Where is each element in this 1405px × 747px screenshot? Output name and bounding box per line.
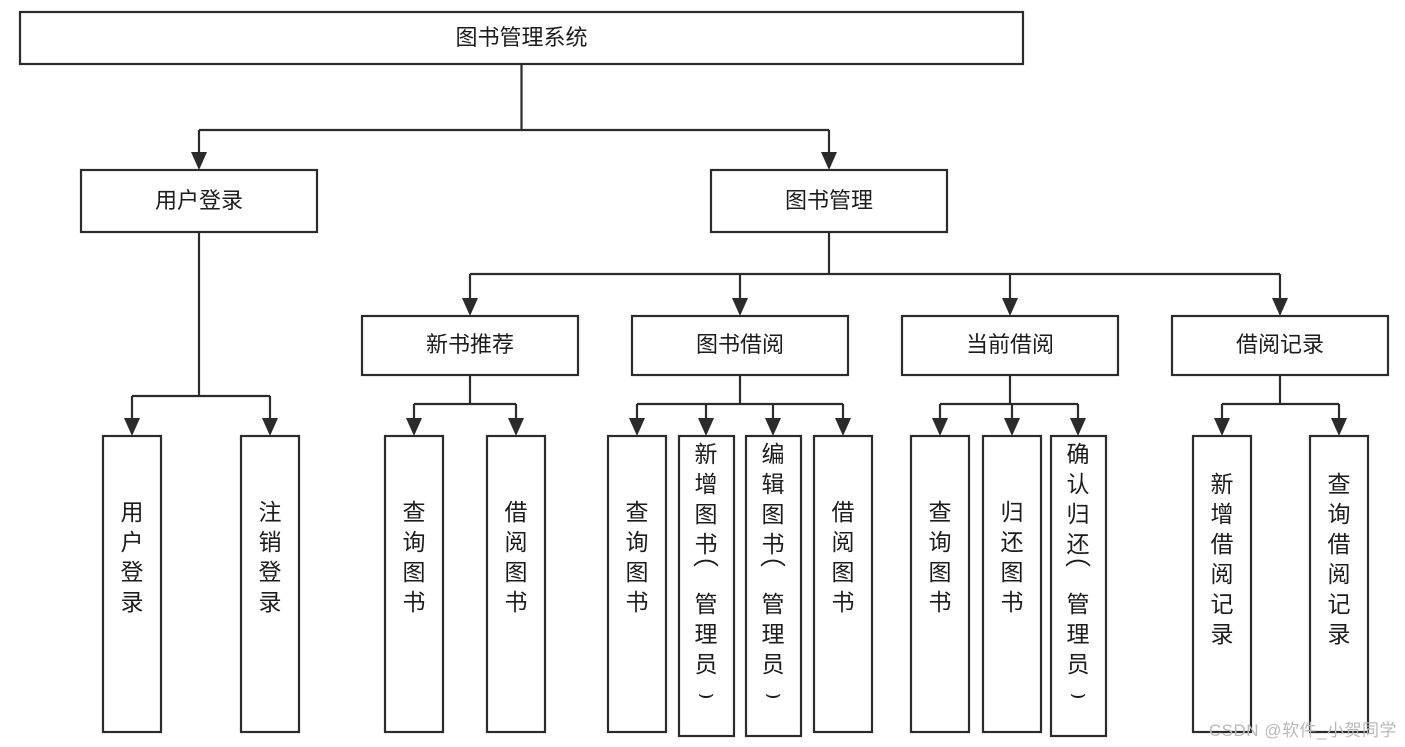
edge-dangqianjieyue-bus xyxy=(938,375,1080,424)
arrowhead-to-yonghu-denglu xyxy=(191,152,207,170)
node-yonghu-denglu[interactable]: 用户登录 xyxy=(79,168,319,234)
leaf-jieyue-tushu-jieyue[interactable]: 借阅图书 xyxy=(812,434,874,734)
arrowhead-to-leaf-chaxun-jieyue-jilu xyxy=(1331,418,1347,436)
node-root-box xyxy=(18,10,1025,66)
arrowhead-to-tushu-jieyue xyxy=(732,298,748,316)
leaf-chaxun-jieyue-jilu[interactable]: 查询借阅记录 xyxy=(1308,434,1370,734)
arrowhead-to-leaf-guihuan-tushu xyxy=(1004,418,1020,436)
arrowhead-to-xinshu-tuijian xyxy=(462,298,478,316)
edge-root-bus xyxy=(197,64,831,158)
edge-yonghudenglu-bus xyxy=(130,232,272,424)
leaf-chaxun-jieyue-jilu-label: 查询借阅记录 xyxy=(1328,471,1351,647)
edge-xinshutuijian-bus xyxy=(412,375,518,424)
leaf-yonghu-denglu-label: 用户登录 xyxy=(121,499,144,615)
arrowhead-to-leaf-chaxun-tushu-2 xyxy=(629,418,645,436)
leaf-guihuan-tushu-label: 归还图书 xyxy=(1001,499,1024,615)
arrowhead-to-leaf-xinzeng-tushu xyxy=(698,418,714,436)
leaf-zhuxiao-denglu-box xyxy=(239,434,301,734)
node-xinshu-tuijian[interactable]: 新书推荐 xyxy=(360,314,580,377)
connectors-layer xyxy=(124,64,1347,436)
node-tushu-guanli-box xyxy=(709,168,949,234)
leaf-chaxun-tushu-jieyue-label: 查询图书 xyxy=(626,499,649,615)
arrowhead-to-leaf-zhuxiao-denglu xyxy=(262,418,278,436)
node-tushu-jieyue-box xyxy=(630,314,850,377)
node-dangqian-jieyue[interactable]: 当前借阅 xyxy=(900,314,1120,377)
leaf-queren-guihuan-admin-box xyxy=(1049,434,1108,738)
leaf-zhuxiao-denglu[interactable]: 注销登录 xyxy=(239,434,301,734)
node-xinshu-tuijian-label: 新书推荐 xyxy=(426,332,514,357)
leaf-xinzeng-jieyue-jilu-label: 新增借阅记录 xyxy=(1211,471,1234,647)
leaf-chaxun-jieyue-jilu-box xyxy=(1308,434,1370,734)
node-jieyue-jilu[interactable]: 借阅记录 xyxy=(1170,314,1390,377)
edge-tushujieyue-bus xyxy=(635,375,845,424)
node-tushu-guanli[interactable]: 图书管理 xyxy=(709,168,949,234)
leaf-queren-guihuan-admin-label: 确认归还⌒管理员⌣ xyxy=(1065,441,1091,708)
node-jieyue-jilu-box xyxy=(1170,314,1390,377)
leaf-xinzeng-tushu-admin-label: 新增图书⌒管理员⌣ xyxy=(693,441,719,708)
arrowhead-to-jieyue-jilu xyxy=(1272,298,1288,316)
arrowhead-to-leaf-chaxun-tushu-1 xyxy=(406,418,422,436)
leaf-jieyue-tushu-xinshu[interactable]: 借阅图书 xyxy=(485,434,547,734)
arrowhead-to-leaf-bianji-tushu xyxy=(765,418,781,436)
node-xinshu-tuijian-box xyxy=(360,314,580,377)
node-tushu-jieyue[interactable]: 图书借阅 xyxy=(630,314,850,377)
arrowhead-to-tushu-guanli xyxy=(821,152,837,170)
leaf-guihuan-tushu-box xyxy=(981,434,1043,734)
node-tushu-guanli-label: 图书管理 xyxy=(785,188,873,213)
node-root-tushu-guanli-xitong[interactable]: 图书管理系统 xyxy=(18,10,1025,66)
arrowhead-to-dangqian-jieyue xyxy=(1002,298,1018,316)
node-dangqian-jieyue-box xyxy=(900,314,1120,377)
leaf-yonghu-denglu[interactable]: 用户登录 xyxy=(101,434,163,734)
arrowhead-to-leaf-yonghu-denglu xyxy=(124,418,140,436)
leaf-yonghu-denglu-box xyxy=(101,434,163,734)
node-root-label: 图书管理系统 xyxy=(455,25,587,50)
node-yonghu-denglu-box xyxy=(79,168,319,234)
edge-jieyuejilu-bus xyxy=(1220,375,1341,424)
leaf-xinzeng-tushu-admin[interactable]: 新增图书⌒管理员⌣ xyxy=(677,434,736,738)
node-dangqian-jieyue-label: 当前借阅 xyxy=(966,332,1054,357)
leaf-bianji-tushu-admin-box xyxy=(744,434,803,738)
node-jieyue-jilu-label: 借阅记录 xyxy=(1236,332,1324,357)
node-tushu-jieyue-label: 图书借阅 xyxy=(696,332,784,357)
node-yonghu-denglu-label: 用户登录 xyxy=(155,188,243,213)
leaf-chaxun-tushu-jieyue-box xyxy=(606,434,668,734)
leaf-chaxun-tushu-xinshu-label: 查询图书 xyxy=(403,499,426,615)
leaf-chaxun-tushu-jieyue[interactable]: 查询图书 xyxy=(606,434,668,734)
edge-tushuguanli-bus xyxy=(468,232,1282,304)
leaf-chaxun-tushu-xinshu-box xyxy=(383,434,445,734)
leaf-xinzeng-tushu-admin-box xyxy=(677,434,736,738)
leaf-guihuan-tushu[interactable]: 归还图书 xyxy=(981,434,1043,734)
leaf-chaxun-tushu-dangqian-box xyxy=(909,434,971,734)
leaf-bianji-tushu-admin-label: 编辑图书⌒管理员⌣ xyxy=(760,441,786,708)
leaf-xinzeng-jieyue-jilu[interactable]: 新增借阅记录 xyxy=(1191,434,1253,734)
arrowhead-to-leaf-xinzeng-jieyue-jilu xyxy=(1214,418,1230,436)
leaf-jieyue-tushu-jieyue-label: 借阅图书 xyxy=(832,499,855,615)
leaf-zhuxiao-denglu-label: 注销登录 xyxy=(259,499,282,615)
leaf-chaxun-tushu-dangqian-label: 查询图书 xyxy=(929,499,952,615)
leaf-chaxun-tushu-dangqian[interactable]: 查询图书 xyxy=(909,434,971,734)
leaf-xinzeng-jieyue-jilu-box xyxy=(1191,434,1253,734)
leaf-chaxun-tushu-xinshu[interactable]: 查询图书 xyxy=(383,434,445,734)
arrowhead-to-leaf-jieyue-tushu-1 xyxy=(508,418,524,436)
leaf-jieyue-tushu-xinshu-label: 借阅图书 xyxy=(505,499,528,615)
leaf-bianji-tushu-admin[interactable]: 编辑图书⌒管理员⌣ xyxy=(744,434,803,738)
leaf-jieyue-tushu-xinshu-box xyxy=(485,434,547,734)
leaf-jieyue-tushu-jieyue-box xyxy=(812,434,874,734)
arrowhead-to-leaf-chaxun-tushu-3 xyxy=(932,418,948,436)
leaf-queren-guihuan-admin[interactable]: 确认归还⌒管理员⌣ xyxy=(1049,434,1108,738)
arrowhead-to-leaf-queren-guihuan xyxy=(1070,418,1086,436)
arrowhead-to-leaf-jieyue-tushu-2 xyxy=(835,418,851,436)
